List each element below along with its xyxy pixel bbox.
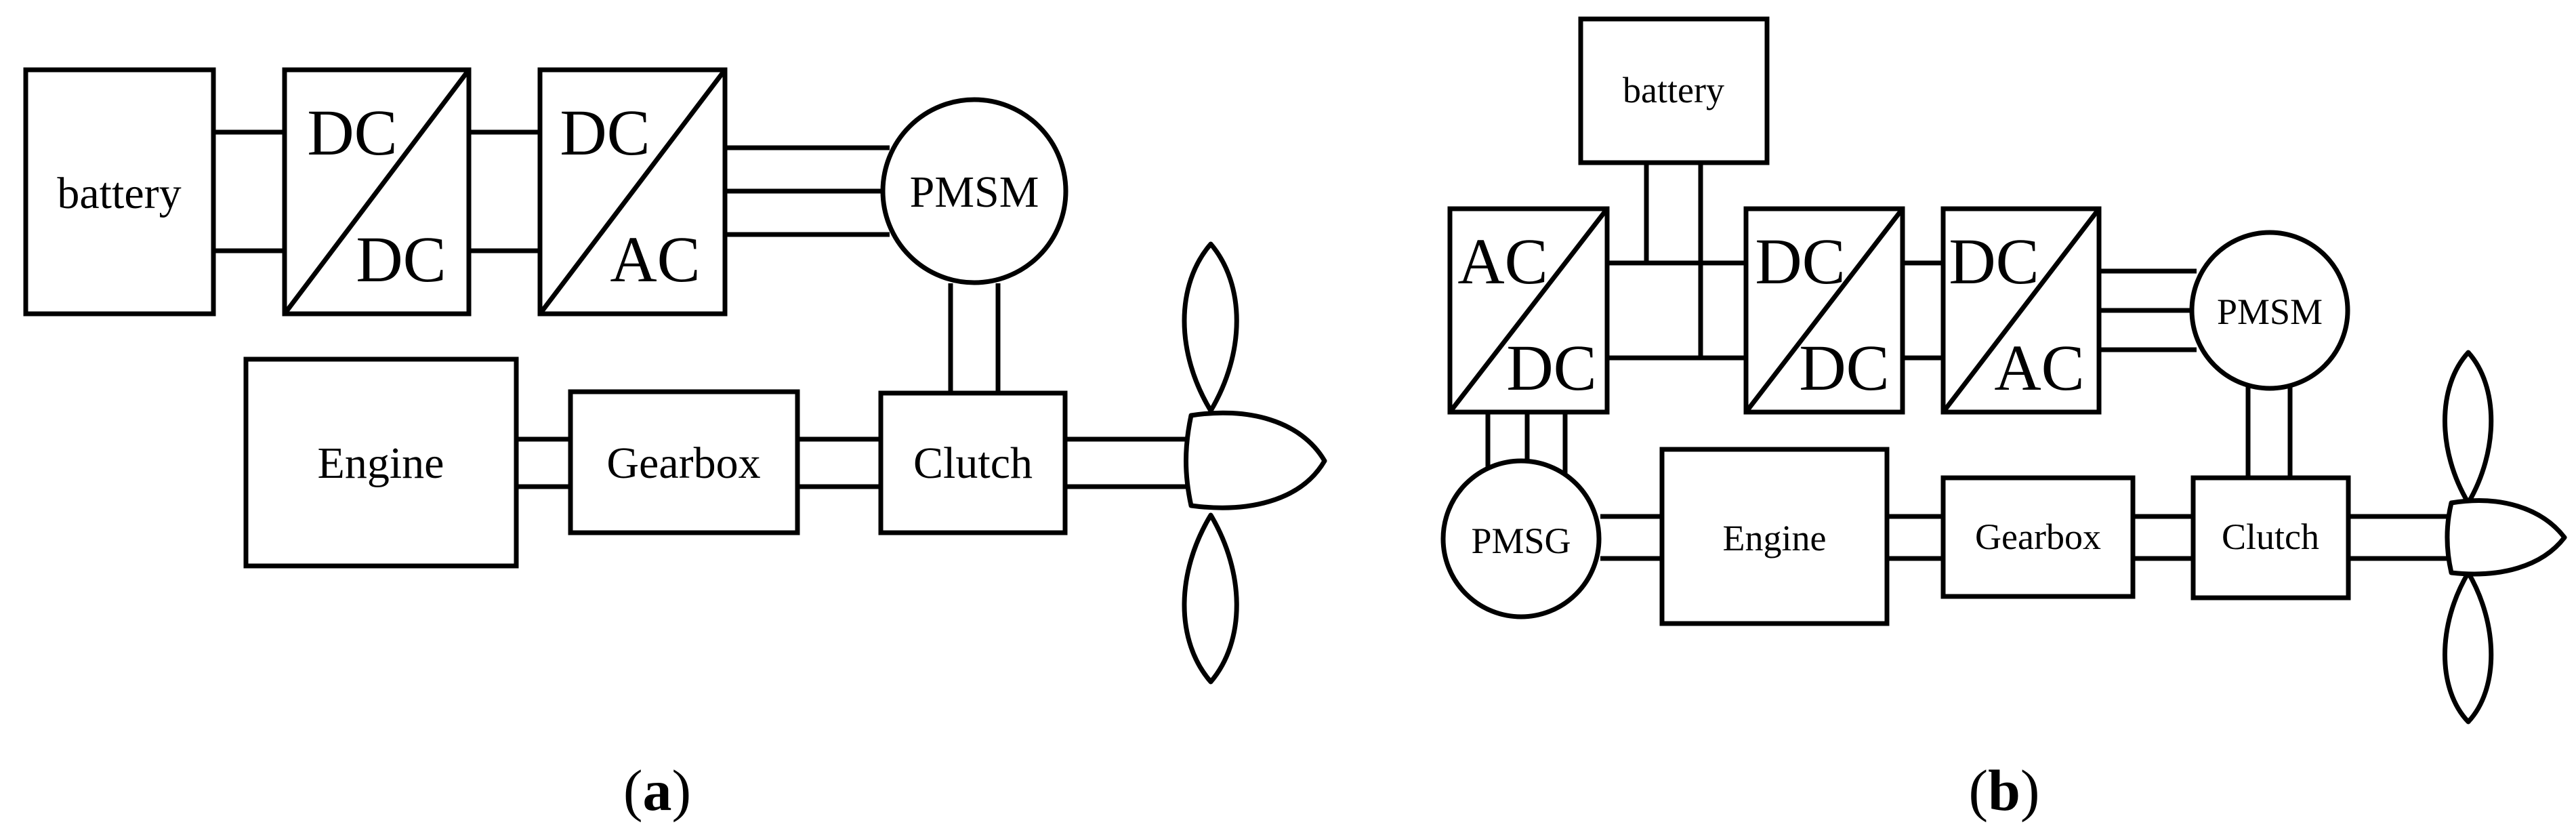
pmsg-generator-b: PMSG bbox=[1440, 458, 1602, 619]
gearbox-b: Gearbox bbox=[1940, 475, 2136, 599]
pmsm-motor-a: PMSM bbox=[880, 97, 1068, 285]
battery-b-label: battery bbox=[1623, 70, 1724, 110]
engine-b: Engine bbox=[1659, 447, 1890, 626]
battery-b: battery bbox=[1578, 16, 1770, 165]
engine-a-label: Engine bbox=[318, 439, 444, 488]
clutch-b-label: Clutch bbox=[2222, 516, 2319, 557]
dcdc-a-top-label: DC bbox=[307, 96, 397, 169]
pmsm-a-label: PMSM bbox=[910, 167, 1039, 217]
acdc-b-bottom-label: DC bbox=[1506, 331, 1596, 404]
diagram-b: battery AC DC DC DC DC AC PMSM PMSG bbox=[1440, 16, 2567, 823]
clutch-b: Clutch bbox=[2190, 475, 2351, 600]
dcdc-b-top-label: DC bbox=[1755, 225, 1845, 298]
battery-a-label: battery bbox=[57, 169, 181, 218]
battery-a: battery bbox=[23, 67, 216, 317]
acdc-rectifier-b: AC DC bbox=[1447, 206, 1610, 415]
gearbox-a-label: Gearbox bbox=[606, 439, 760, 488]
dcdc-converter-a: DC DC bbox=[282, 67, 472, 317]
dcac-a-top-label: DC bbox=[560, 96, 650, 169]
caption-a: (a) bbox=[623, 758, 691, 823]
dcac-inverter-a: DC AC bbox=[537, 67, 728, 317]
dcdc-converter-b: DC DC bbox=[1743, 206, 1905, 415]
acdc-b-top-label: AC bbox=[1457, 225, 1547, 298]
clutch-a-label: Clutch bbox=[913, 439, 1033, 488]
engine-a: Engine bbox=[243, 357, 519, 569]
diagram-a: battery DC DC DC AC PMSM Engine Gearbox bbox=[23, 67, 1327, 823]
propeller-a bbox=[1182, 241, 1327, 685]
dcac-b-bottom-label: AC bbox=[1994, 331, 2084, 404]
caption-b: (b) bbox=[1968, 758, 2039, 823]
engine-b-label: Engine bbox=[1723, 518, 1827, 558]
clutch-a: Clutch bbox=[878, 390, 1068, 535]
propeller-b bbox=[2443, 350, 2567, 725]
pmsg-b-label: PMSG bbox=[1471, 521, 1571, 561]
gearbox-a: Gearbox bbox=[568, 389, 800, 535]
diagram-a-connectors bbox=[213, 129, 1192, 489]
dcac-b-top-label: DC bbox=[1949, 225, 2039, 298]
dcac-a-bottom-label: AC bbox=[610, 223, 700, 296]
pmsm-b-label: PMSM bbox=[2217, 291, 2323, 332]
pmsm-motor-b: PMSM bbox=[2189, 230, 2350, 391]
gearbox-b-label: Gearbox bbox=[1975, 516, 2101, 557]
dcdc-a-bottom-label: DC bbox=[356, 223, 446, 296]
dcdc-b-bottom-label: DC bbox=[1799, 331, 1889, 404]
dcac-inverter-b: DC AC bbox=[1940, 206, 2102, 415]
